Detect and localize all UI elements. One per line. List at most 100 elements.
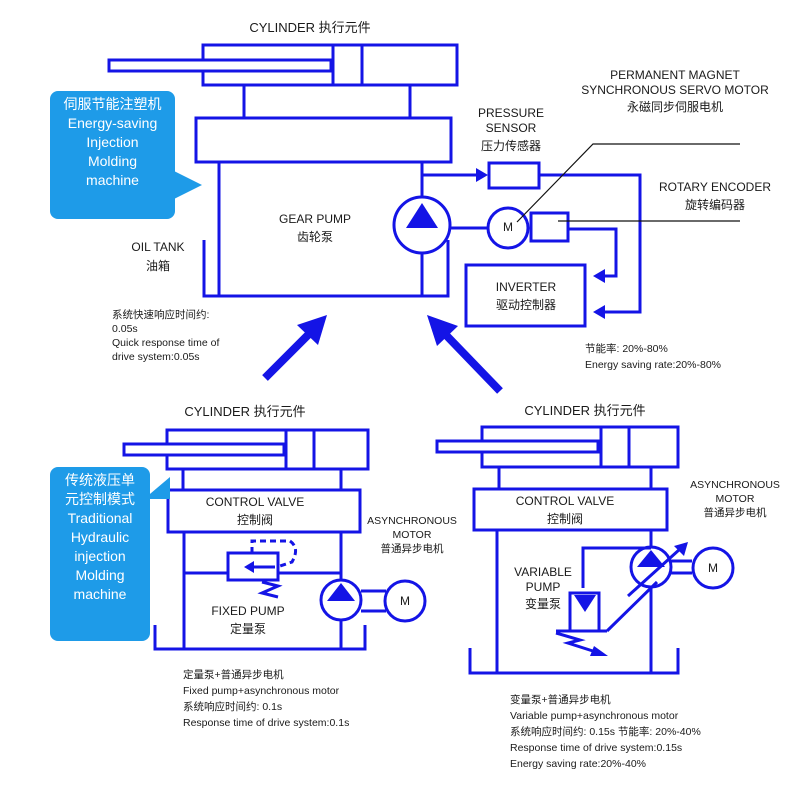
- traditional-callout-en-4: Molding: [75, 567, 125, 583]
- inverter-en: INVERTER: [495, 280, 557, 294]
- right-oil-tank: [468, 530, 680, 675]
- top-cylinder: [107, 43, 459, 87]
- right-cylinder: [435, 425, 680, 469]
- servo-motor-symbol: [450, 206, 530, 250]
- traditional-callout-cn-1: 传统液压单: [65, 472, 135, 488]
- left-note-1: 定量泵+普通异步电机: [183, 669, 284, 681]
- servo-callout-en-4: machine: [86, 172, 139, 188]
- servo-callout-en-2: Injection: [86, 134, 139, 150]
- left-note-4: Response time of drive system:0.1s: [183, 717, 350, 729]
- top-saving-note-2: Energy saving rate:20%-80%: [585, 359, 721, 371]
- servo-callout-en-3: Molding: [87, 153, 138, 169]
- variable-pump-cn: 变量泵: [524, 597, 561, 611]
- pressure-line: [422, 161, 642, 319]
- left-async-motor-cn: 普通异步电机: [380, 543, 444, 555]
- gear-pump-symbol: [392, 162, 452, 296]
- variable-pump-en-1: VARIABLE: [514, 565, 572, 579]
- right-note: 变量泵+普通异步电机 Variable pump+asynchronous mo…: [510, 692, 701, 772]
- left-cylinder-links: [181, 469, 343, 490]
- right-note-3: 系统响应时间约: 0.15s 节能率: 20%-40%: [510, 726, 701, 738]
- right-note-2: Variable pump+asynchronous motor: [510, 710, 679, 722]
- fixed-pump-label: FIXED PUMP 定量泵: [198, 604, 298, 637]
- right-async-motor-cn: 普通异步电机: [703, 507, 767, 519]
- right-note-5: Energy saving rate:20%-40%: [510, 758, 646, 770]
- left-control-valve-en: CONTROL VALVE: [205, 495, 305, 509]
- right-async-motor-label: ASYNCHRONOUS MOTOR 普通异步电机: [680, 478, 790, 520]
- right-cylinder-label: CYLINDER 执行元件: [524, 403, 646, 418]
- left-cylinder: [122, 428, 370, 471]
- servo-callout: 伺服节能注塑机 Energy-saving Injection Molding …: [50, 91, 202, 219]
- traditional-callout: 传统液压单 元控制模式 Traditional Hydraulic inject…: [50, 467, 150, 641]
- left-cylinder-label: CYLINDER 执行元件: [184, 404, 306, 419]
- traditional-callout-en-5: machine: [73, 586, 127, 602]
- top-saving-note: 节能率: 20%-80% Energy saving rate:20%-80%: [585, 341, 721, 373]
- left-note: 定量泵+普通异步电机 Fixed pump+asynchronous motor…: [183, 667, 349, 731]
- top-valve-block: [194, 116, 453, 164]
- right-async-motor-en-2: MOTOR: [715, 493, 755, 505]
- left-control-valve: [166, 488, 362, 534]
- top-oil-tank: [202, 162, 450, 298]
- right-note-4: Response time of drive system:0.15s: [510, 742, 683, 754]
- variable-pump-symbol: [555, 542, 735, 656]
- oil-tank-label: OIL TANK 油箱: [118, 240, 198, 274]
- left-async-motor-label: ASYNCHRONOUS MOTOR 普通异步电机: [362, 514, 462, 556]
- arrow-left-to-top: [262, 315, 327, 381]
- top-cylinder-label: CYLINDER 执行元件: [249, 20, 371, 35]
- left-async-motor-en-1: ASYNCHRONOUS: [367, 515, 457, 527]
- inverter-box: [464, 263, 587, 328]
- servo-motor-en-1: PERMANENT MAGNET: [610, 68, 740, 82]
- rotary-encoder-en: ROTARY ENCODER: [658, 180, 772, 194]
- left-async-motor-en-2: MOTOR: [392, 529, 432, 541]
- left-oil-tank: [153, 532, 367, 651]
- variable-pump-en-2: PUMP: [525, 580, 561, 594]
- fixed-pump-en: FIXED PUMP: [211, 604, 285, 618]
- pressure-sensor-label: PRESSURE SENSOR 压力传感器: [466, 106, 556, 154]
- variable-pump-label: VARIABLE PUMP 变量泵: [508, 565, 578, 612]
- rotary-encoder-label: ROTARY ENCODER 旋转编码器: [650, 180, 780, 213]
- left-control-valve-label: CONTROL VALVE 控制阀: [195, 495, 315, 528]
- pressure-sensor-en-2: SENSOR: [485, 121, 537, 135]
- traditional-callout-cn-2: 元控制模式: [65, 491, 135, 507]
- right-control-valve-label: CONTROL VALVE 控制阀: [505, 494, 625, 527]
- right-note-1: 变量泵+普通异步电机: [510, 694, 611, 706]
- servo-motor-label: PERMANENT MAGNET SYNCHRONOUS SERVO MOTOR…: [565, 68, 785, 115]
- top-response-note: 系统快速响应时间约: 0.05s Quick response time of …: [112, 308, 219, 364]
- right-async-motor-en-1: ASYNCHRONOUS: [690, 479, 780, 491]
- right-control-valve: [472, 487, 669, 532]
- gear-pump-label: GEAR PUMP 齿轮泵: [265, 212, 365, 245]
- left-note-3: 系统响应时间约: 0.1s: [183, 701, 283, 713]
- traditional-callout-en-3: injection: [74, 548, 126, 564]
- right-cylinder-links: [497, 467, 653, 489]
- servo-motor-en-2: SYNCHRONOUS SERVO MOTOR: [581, 83, 769, 97]
- fixed-pump-cn: 定量泵: [229, 622, 266, 636]
- servo-callout-cn: 伺服节能注塑机: [63, 96, 162, 112]
- pressure-sensor-cn: 压力传感器: [480, 139, 541, 153]
- right-control-valve-cn: 控制阀: [546, 512, 583, 526]
- inverter-cn: 驱动控制器: [495, 298, 556, 312]
- left-control-valve-cn: 控制阀: [236, 513, 273, 527]
- leader-lines: [516, 143, 740, 223]
- servo-motor-cn: 永磁同步伺服电机: [626, 100, 723, 114]
- servo-motor-m: M: [503, 220, 513, 234]
- top-response-note-2: 0.05s: [112, 323, 138, 335]
- pressure-sensor-en-1: PRESSURE: [477, 106, 545, 120]
- top-response-note-1: 系统快速响应时间约:: [112, 309, 210, 321]
- traditional-callout-en-1: Traditional: [67, 510, 133, 526]
- inverter-label: INVERTER 驱动控制器: [476, 280, 576, 313]
- fixed-pump-symbol: [319, 532, 427, 649]
- top-cylinder-links: [242, 85, 412, 118]
- top-response-note-3: Quick response time of: [112, 337, 220, 349]
- gear-pump-en: GEAR PUMP: [278, 212, 351, 226]
- servo-callout-en-1: Energy-saving: [67, 115, 158, 131]
- left-note-2: Fixed pump+asynchronous motor: [183, 685, 340, 697]
- top-saving-note-1: 节能率: 20%-80%: [585, 343, 668, 355]
- oil-tank-cn: 油箱: [145, 259, 170, 273]
- relief-valve-symbol: [184, 539, 340, 599]
- left-motor-m: M: [400, 594, 410, 608]
- right-motor-m: M: [708, 561, 718, 575]
- oil-tank-en: OIL TANK: [131, 240, 185, 254]
- right-control-valve-en: CONTROL VALVE: [515, 494, 615, 508]
- arrow-right-to-top: [427, 315, 503, 394]
- rotary-encoder-symbol: [529, 211, 618, 283]
